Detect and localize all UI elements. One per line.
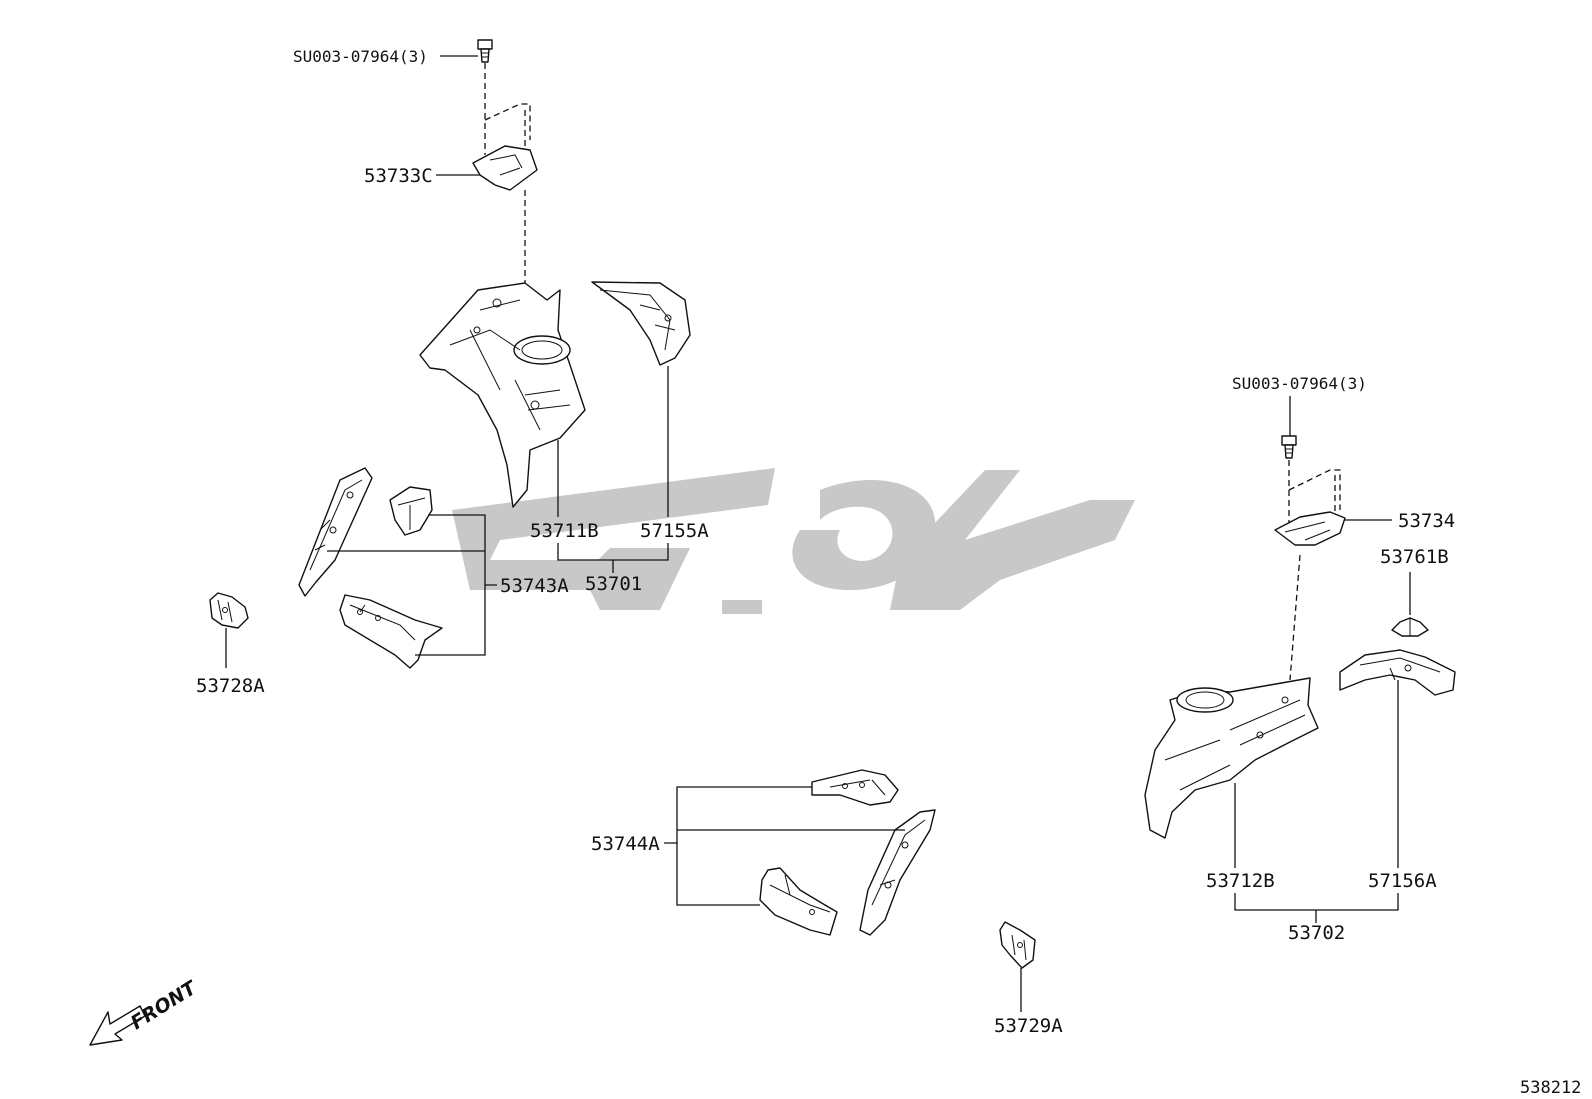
label-57155a: 57155A xyxy=(640,520,709,542)
label-53743a: 53743A xyxy=(500,575,569,597)
reinforcement-53744a-lower xyxy=(759,867,838,936)
label-53729a: 53729A xyxy=(994,1015,1063,1037)
reinforcement-53743a-upright xyxy=(298,467,373,597)
group-bracket-53744a xyxy=(664,786,905,906)
label-53711b: 53711B xyxy=(530,520,599,542)
reinforcement-53744a-upright xyxy=(859,809,936,936)
wheelhouse-inner-left xyxy=(419,282,586,508)
front-label: FRONT xyxy=(127,976,202,1034)
label-53728a: 53728A xyxy=(196,675,265,697)
label-53701: 53701 xyxy=(585,573,642,595)
label-53702: 53702 xyxy=(1288,922,1345,944)
label-53761b: 53761B xyxy=(1380,546,1449,568)
group-bracket-53702 xyxy=(1234,893,1399,923)
bolt-icon xyxy=(477,39,493,63)
bracket-53728a xyxy=(209,592,249,629)
front-arrow-icon: FRONT xyxy=(89,976,202,1046)
group-bracket-53701 xyxy=(557,543,669,573)
reinforcement-53744a-top xyxy=(811,769,899,806)
wheelhouse-outer-left xyxy=(591,281,691,366)
bolt-icon xyxy=(1281,435,1297,459)
assembly-dash-3 xyxy=(1288,460,1341,530)
bracket-53733c xyxy=(472,145,538,191)
bracket-53729a xyxy=(999,921,1036,969)
wheelhouse-outer-right xyxy=(1339,649,1456,696)
clip-53761b xyxy=(1391,617,1429,637)
assembly-dash-1 xyxy=(484,63,531,155)
assembly-dash-4 xyxy=(1289,554,1301,681)
bolt-a-label: SU003-07964(3) xyxy=(293,47,428,66)
bolt-b-label: SU003-07964(3) xyxy=(1232,374,1367,393)
label-57156a: 57156A xyxy=(1368,870,1437,892)
group-bracket-53743a xyxy=(327,514,497,656)
label-53734: 53734 xyxy=(1398,510,1455,532)
wheelhouse-inner-right xyxy=(1144,677,1319,839)
label-53733c: 53733C xyxy=(364,165,433,187)
diagram-id: 538212 xyxy=(1520,1078,1581,1098)
bracket-53734 xyxy=(1274,511,1346,546)
label-53712b: 53712B xyxy=(1206,870,1275,892)
logo-watermark xyxy=(452,468,1135,614)
reinforcement-53743a-lower xyxy=(339,594,443,669)
label-53744a: 53744A xyxy=(591,833,660,855)
reinforcement-53743a-small xyxy=(389,486,433,536)
